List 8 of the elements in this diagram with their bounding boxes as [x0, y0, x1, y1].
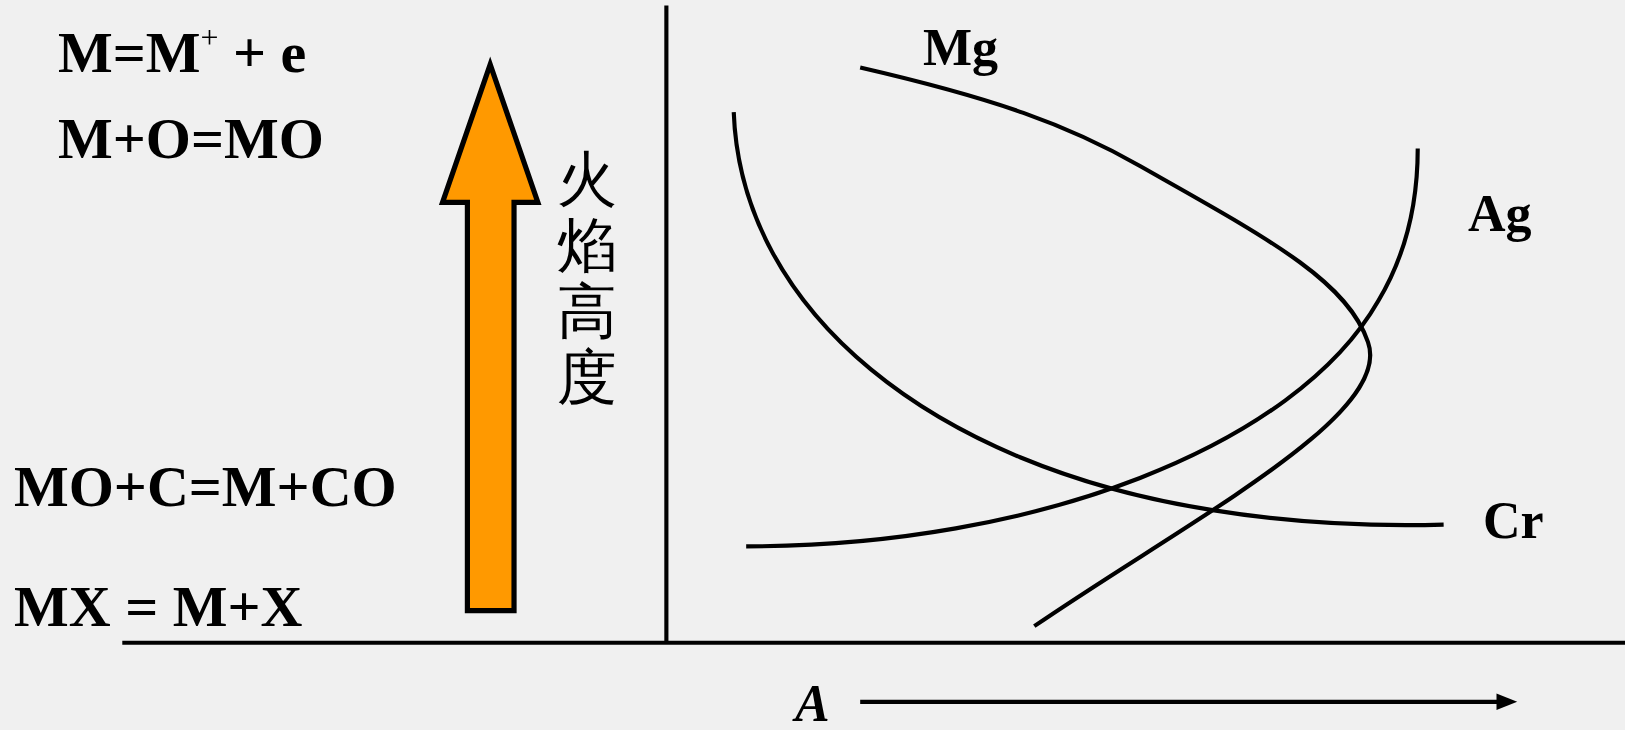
equation-label: M+O=MO — [58, 110, 324, 168]
equation-label: MO+C=M+CO — [14, 458, 397, 516]
equation-label: MX = M+X — [14, 578, 303, 636]
equation-label: M=M$^{+}$ + e — [58, 22, 307, 82]
axis-label: 火焰高度 — [557, 146, 617, 410]
curve-label: Cr — [1483, 495, 1544, 547]
curve-label: Ag — [1468, 188, 1532, 240]
curve-label: Mg — [923, 22, 999, 74]
